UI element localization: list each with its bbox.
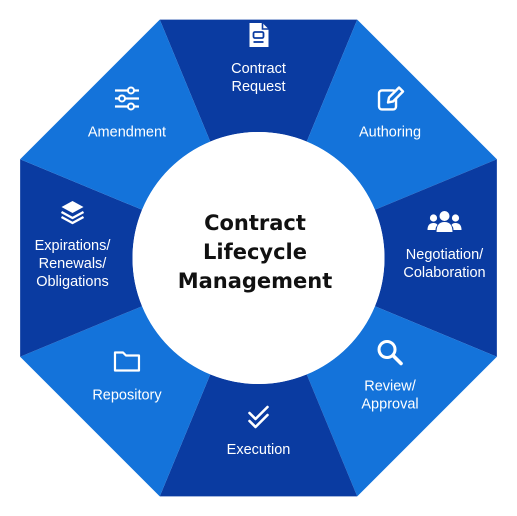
segment-review-shape (306, 306, 497, 497)
segment-repository-label-line: Repository (92, 388, 162, 404)
segment-expirations: Expirations/Renewals/Obligations (20, 159, 143, 357)
segment-repository-shape (20, 306, 211, 497)
search-icon (377, 340, 403, 366)
center-layer: Contract Lifecycle Management (132, 132, 385, 384)
center-circle (132, 132, 385, 384)
segment-authoring-shape (306, 19, 497, 210)
segment-review-label-line: Approval (361, 397, 418, 413)
center-title-line-1: Contract (204, 211, 306, 235)
document-icon (249, 23, 269, 47)
segment-negotiation-shape (374, 159, 497, 357)
segment-review-label-line: Review/ (364, 379, 417, 395)
segment-execution-label-line: Execution (227, 442, 291, 458)
segment-expirations-shape (20, 159, 143, 357)
segment-authoring-label-line: Authoring (359, 124, 421, 140)
segment-execution: Execution (159, 374, 358, 497)
segment-contract-request-label-line: Request (231, 79, 285, 95)
segment-negotiation-label-line: Colaboration (403, 265, 485, 281)
center-title-line-2: Lifecycle (203, 240, 307, 264)
segment-negotiation-label-line: Negotiation/ (406, 247, 484, 263)
segment-review: Review/Approval (306, 306, 497, 497)
segment-repository: Repository (20, 306, 211, 497)
center-title-line-3: Management (178, 269, 333, 293)
segment-contract-request-shape (159, 19, 358, 142)
segment-amendment-shape (20, 19, 211, 210)
layers-icon (60, 201, 85, 225)
segment-execution-shape (159, 374, 358, 497)
people-group-icon (427, 211, 462, 232)
segment-negotiation: Negotiation/Colaboration (374, 159, 497, 357)
segment-amendment: Amendment (20, 19, 211, 210)
edit-icon (377, 86, 405, 111)
double-check-icon (248, 405, 269, 429)
segment-expirations-label-line: Expirations/ (35, 238, 112, 254)
segment-expirations-label-line: Obligations (36, 274, 109, 290)
segment-contract-request-label-line: Contract (231, 61, 286, 77)
segment-expirations-label-line: Renewals/ (39, 256, 108, 272)
segment-authoring: Authoring (306, 19, 497, 210)
segment-amendment-label-line: Amendment (88, 124, 166, 140)
sliders-icon (114, 86, 139, 111)
folder-icon (113, 351, 141, 372)
